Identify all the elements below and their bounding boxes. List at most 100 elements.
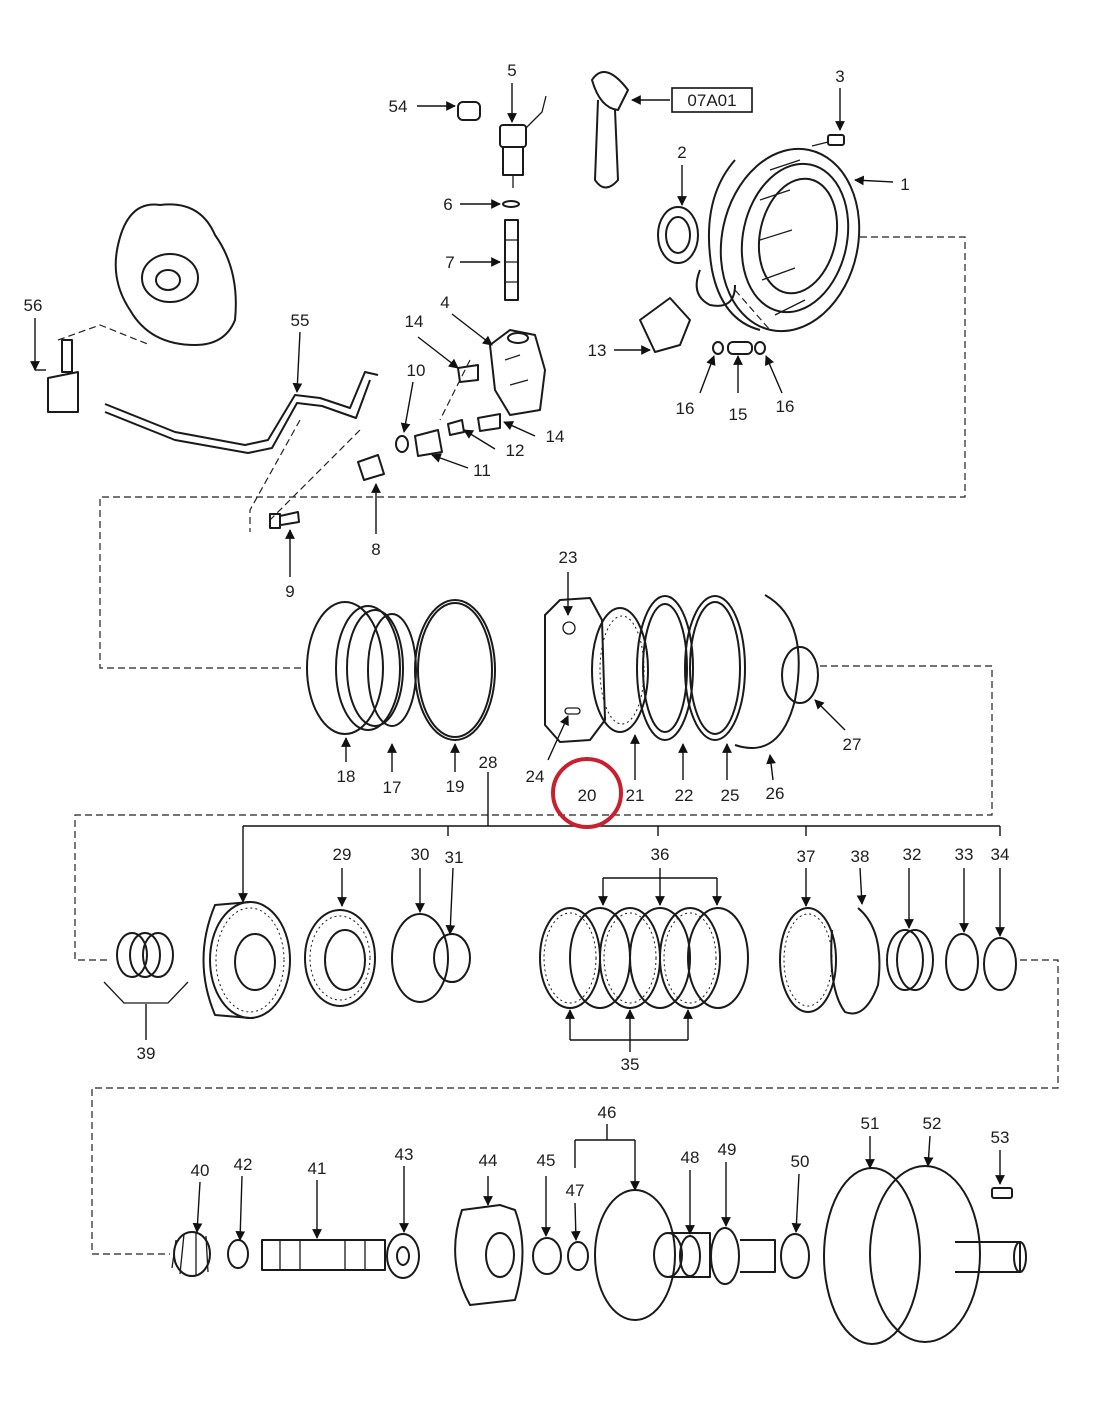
callout-13: 13: [588, 341, 607, 360]
gear-40: [171, 1231, 211, 1277]
bearing-47: [567, 1241, 589, 1271]
assembly-dashed-lines: [57, 236, 1059, 1255]
callout-44: 44: [479, 1151, 498, 1170]
callout-31: 31: [445, 848, 464, 867]
spring-39: [103, 932, 189, 1004]
bearing-45: [532, 1237, 562, 1275]
part-5-sensor: [499, 95, 547, 188]
callout-16: 16: [676, 399, 695, 418]
callout-18: 18: [337, 767, 356, 786]
ring-42: [227, 1239, 249, 1269]
callout-51: 51: [861, 1114, 880, 1133]
part-6-oring: [502, 200, 520, 208]
callout-3: 3: [835, 67, 844, 86]
callout-9: 9: [285, 582, 294, 601]
part-14-bolt-a: [457, 364, 479, 383]
part-10-washer: [395, 435, 409, 453]
drum-28: [202, 901, 291, 1019]
part-7-shaft: [504, 219, 519, 301]
callout-34: 34: [991, 845, 1010, 864]
callout-11: 11: [473, 461, 491, 480]
callout-24: 24: [526, 767, 545, 786]
callout-42: 42: [234, 1155, 253, 1174]
clutch-pack-21-27: [544, 594, 819, 749]
callout-53: 53: [991, 1128, 1010, 1147]
callout-47: 47: [566, 1181, 585, 1200]
callout-6: 6: [443, 195, 452, 214]
callout-8: 8: [371, 540, 380, 559]
callout-29: 29: [333, 845, 352, 864]
callout-19: 19: [446, 777, 465, 796]
part-55-tube: [104, 371, 379, 446]
callout-46: 46: [598, 1103, 617, 1122]
callout-37: 37: [797, 847, 816, 866]
ring-31: [433, 933, 471, 983]
callout-55: 55: [291, 311, 310, 330]
callout-14b: 14: [546, 427, 565, 446]
ring-stack-17-18-19: [306, 599, 496, 741]
callout-1: 1: [900, 175, 909, 194]
leader-arrows: [30, 83, 1005, 1241]
cover-51-52: [823, 1165, 1027, 1345]
callout-16b: 16: [776, 397, 795, 416]
pump-cover: [114, 203, 237, 346]
carrier-44: [454, 1204, 524, 1306]
part-56-cylinder: [47, 339, 79, 413]
callout-33: 33: [955, 845, 974, 864]
callout-38: 38: [851, 847, 870, 866]
callout-28: 28: [479, 753, 498, 772]
callout-2: 2: [677, 143, 686, 162]
part-14-bolt-b: [477, 413, 501, 432]
callout-15: 15: [729, 405, 748, 424]
plate-37: [779, 907, 837, 1013]
part-12-clip: [447, 419, 465, 436]
part-4-valve-body: [489, 329, 546, 416]
part-8-fitting: [357, 454, 385, 481]
callout-45: 45: [537, 1151, 556, 1170]
ring-48: [679, 1235, 701, 1277]
part-3-bolt: [811, 134, 845, 147]
callout-7: 7: [445, 253, 454, 272]
part-11-fitting: [414, 429, 443, 457]
callout-54: 54: [389, 97, 408, 116]
callout-23: 23: [559, 548, 578, 567]
callout-14: 14: [405, 312, 424, 331]
callout-50: 50: [791, 1152, 810, 1171]
shaft-41: [261, 1239, 386, 1271]
callout-32: 32: [903, 845, 922, 864]
part-55-tube-inner: [104, 379, 371, 454]
washer-43: [386, 1233, 420, 1279]
callout-52: 52: [923, 1114, 942, 1133]
callout-17: 17: [383, 778, 402, 797]
callout-30: 30: [411, 845, 430, 864]
bearing-49: [710, 1227, 776, 1285]
bolt-53: [991, 1187, 1013, 1199]
part-2-seal: [657, 206, 699, 264]
part-15-16-pin-assembly: [712, 341, 766, 355]
callout-27: 27: [843, 735, 862, 754]
callout-4: 4: [440, 293, 449, 312]
flange-46: [594, 1189, 711, 1321]
callout-49: 49: [718, 1140, 737, 1159]
callout-25: 25: [721, 786, 740, 805]
callout-5: 5: [507, 61, 516, 80]
highlighted-callout-20: 20: [551, 757, 623, 829]
callout-43: 43: [395, 1145, 414, 1164]
callout-22: 22: [675, 786, 694, 805]
callout-12: 12: [506, 441, 525, 460]
reference-box-text: 07A01: [687, 91, 736, 110]
callout-40: 40: [191, 1161, 210, 1180]
callout-41: 41: [308, 1159, 327, 1178]
ring-30: [391, 913, 449, 1003]
callout-20: 20: [578, 786, 597, 805]
callout-36: 36: [651, 845, 670, 864]
ring-29: [304, 909, 376, 1007]
snap-ring-38: [830, 907, 881, 1015]
callout-39: 39: [137, 1044, 156, 1063]
callout-48: 48: [681, 1148, 700, 1167]
part-9-bolt: [269, 511, 300, 529]
callout-26: 26: [766, 784, 785, 803]
callout-10: 10: [407, 361, 426, 380]
plates-35-36: [539, 907, 749, 1009]
